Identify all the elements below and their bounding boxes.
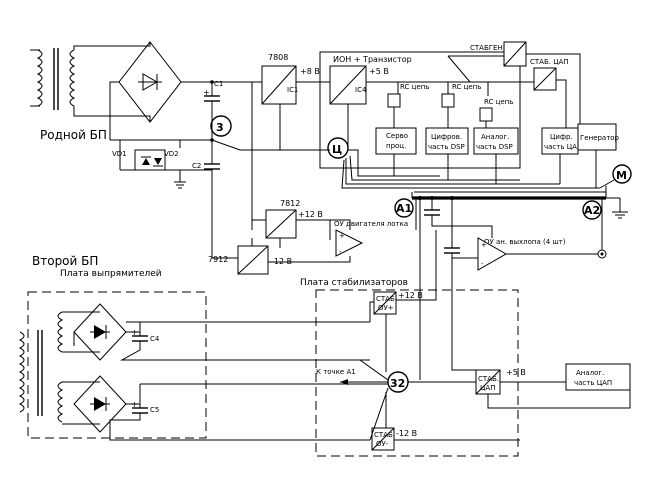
out-5v-lower: +5 В <box>506 368 526 377</box>
svg-text:Аналог.: Аналог. <box>576 369 604 377</box>
svg-text:+: + <box>481 241 487 249</box>
svg-text:СТАБ.: СТАБ. <box>478 375 499 383</box>
second-bridge-upper <box>62 303 141 361</box>
stab-opamp-pos: СТАБ. ОУ+ <box>373 291 397 315</box>
svg-text:+: + <box>203 88 210 97</box>
svg-text:Аналог.: Аналог. <box>481 133 509 141</box>
out-8v-label: +8 В <box>300 67 320 76</box>
native-psu-label: Родной БП <box>40 128 107 142</box>
digital-dsp: Цифров. часть DSP <box>425 127 469 155</box>
generator: Генератор <box>577 123 620 151</box>
ion-transistor: IC4 <box>329 65 367 105</box>
opamp-tray: + - <box>335 229 364 257</box>
out-12v-lower: +12 В <box>398 291 423 300</box>
opamp-output: + - <box>477 237 508 271</box>
native-bridge-rectifier <box>109 41 212 140</box>
vd1-label: VD1 <box>112 150 127 158</box>
svg-text:М: М <box>616 169 627 182</box>
c4-label: C4 <box>150 335 160 343</box>
analog-dac: Аналог. часть ЦАП <box>565 363 631 391</box>
svg-text:A1: A1 <box>396 202 412 215</box>
rc-chain-3: RC цепь <box>484 98 513 106</box>
svg-text:часть DSP: часть DSP <box>476 143 513 151</box>
svg-text:часть DSP: часть DSP <box>428 143 465 151</box>
svg-text:IC1: IC1 <box>287 86 298 94</box>
stabilizer-board-label: Плата стабилизаторов <box>300 278 408 288</box>
c2-label: C2 <box>192 162 201 170</box>
node-m: М <box>612 164 632 184</box>
rc-chain-2: RC цепь <box>452 83 481 91</box>
svg-text:-: - <box>481 260 484 268</box>
reg-7808-label: 7808 <box>268 53 288 62</box>
opamp-output-label: ОУ ан. выхлопа (4 шт) <box>484 238 566 246</box>
digital-dac: Цифр. часть ЦАП <box>541 127 582 155</box>
reg-7808: IC1 <box>261 65 298 105</box>
svg-text:3: 3 <box>216 121 224 134</box>
stabgen <box>503 41 527 67</box>
svg-text:Ц: Ц <box>332 143 342 156</box>
node-3: 3 <box>210 115 232 137</box>
node-32: 32 <box>387 371 409 393</box>
stabilizer-board-frame <box>315 289 519 457</box>
svg-text:СТАБ.: СТАБ. <box>374 431 395 439</box>
reg-7912 <box>237 245 269 275</box>
servo-processor: Серво проц. <box>375 127 417 155</box>
rc-chain-1: RC цепь <box>400 83 429 91</box>
svg-text:IC4: IC4 <box>355 86 367 94</box>
stab-dac-lower: СТАБ. ЦАП <box>475 369 501 395</box>
svg-text:Цифров.: Цифров. <box>431 133 462 141</box>
stab-opamp-neg: СТАБ. ОУ- <box>371 427 395 451</box>
node-a2: A2 <box>582 200 602 220</box>
svg-text:СТАБ.: СТАБ. <box>376 295 397 303</box>
svg-text:Генератор: Генератор <box>580 134 620 142</box>
svg-text:+: + <box>131 400 138 409</box>
svg-text:Цифр.: Цифр. <box>550 133 573 141</box>
out-12v-upper: +12 В <box>298 210 323 219</box>
stabgen-label: СТАБГЕН <box>470 44 503 52</box>
svg-text:A2: A2 <box>584 204 600 217</box>
second-transformer <box>18 311 64 423</box>
rectifier-board-frame <box>27 291 207 439</box>
reg-7812 <box>265 209 297 239</box>
svg-text:-: - <box>339 248 342 256</box>
opamp-tray-label: ОУ двигателя лотка <box>334 220 408 228</box>
svg-text:ОУ+: ОУ+ <box>378 304 394 312</box>
stab-dac-top-label: СТАБ. ЦАП <box>530 58 569 66</box>
vd2-label: VD2 <box>164 150 179 158</box>
out-12v-neg-lower: -12 В <box>396 429 417 438</box>
reg-7812-label: 7812 <box>280 199 300 208</box>
svg-text:часть ЦАП: часть ЦАП <box>574 379 612 387</box>
svg-text:+: + <box>339 232 345 240</box>
second-bridge-lower <box>62 375 140 433</box>
to-node-a1-label: К точке А1 <box>316 368 356 376</box>
node-a1: A1 <box>394 198 414 218</box>
svg-text:проц.: проц. <box>386 142 406 150</box>
svg-text:часть ЦАП: часть ЦАП <box>544 143 582 151</box>
svg-text:Серво: Серво <box>386 132 408 140</box>
analog-dsp: Аналог. часть DSP <box>473 127 519 155</box>
zener-diodes: VD1 VD2 <box>112 140 212 189</box>
svg-text:32: 32 <box>390 377 405 390</box>
svg-text:ОУ-: ОУ- <box>376 440 389 448</box>
c1-label: C1 <box>214 80 223 88</box>
stab-dac-top <box>533 67 557 91</box>
out-5v-label: +5 В <box>369 67 389 76</box>
svg-text:ЦАП: ЦАП <box>480 384 496 392</box>
node-c: Ц <box>327 137 349 159</box>
second-psu-label: Второй БП <box>32 254 98 268</box>
ion-transistor-label: ИОН + Транзистор <box>333 55 412 64</box>
native-transformer <box>30 42 151 122</box>
svg-text:+: + <box>131 328 138 337</box>
rectifier-board-label: Плата выпрямителей <box>60 269 162 279</box>
reg-7912-label: 7912 <box>208 255 228 264</box>
c5-label: C5 <box>150 406 159 414</box>
